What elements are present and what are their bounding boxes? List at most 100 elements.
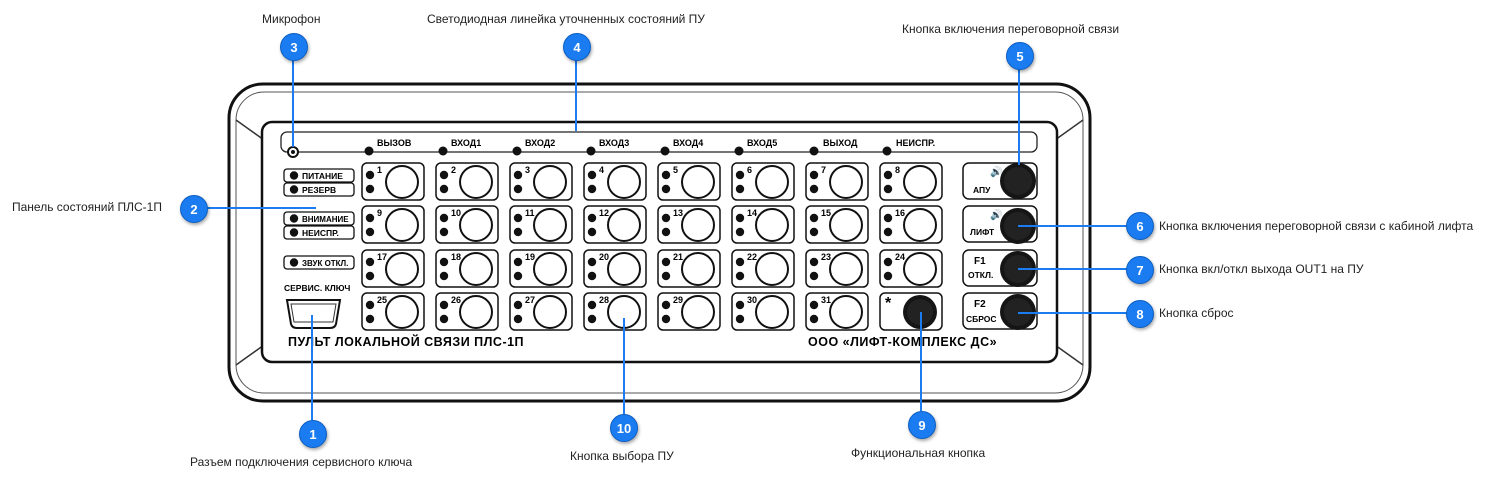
button-led	[883, 170, 893, 180]
select-button-key[interactable]	[607, 165, 641, 199]
f2-button-top: F2	[974, 299, 986, 310]
select-button[interactable]: 30	[731, 292, 795, 331]
select-button[interactable]: 22	[731, 249, 795, 288]
service-key-label: СЕРВИС. КЛЮЧ	[284, 283, 350, 293]
select-button[interactable]: 16	[879, 205, 943, 244]
select-button-key[interactable]	[533, 252, 567, 286]
select-button[interactable]: 3	[509, 162, 573, 201]
button-led	[365, 213, 375, 223]
select-button[interactable]: 12	[583, 205, 647, 244]
select-button[interactable]: 24	[879, 249, 943, 288]
select-button[interactable]: 4	[583, 162, 647, 201]
apu-button[interactable]: 🔊 АПУ	[962, 162, 1038, 200]
select-button[interactable]: 6	[731, 162, 795, 201]
select-button-key[interactable]	[829, 295, 863, 329]
select-button-key[interactable]	[903, 165, 937, 199]
badge-5: 5	[1006, 42, 1034, 70]
select-button-number: 9	[377, 208, 382, 218]
led-column-labels: ВЫЗОВ ВХОД1 ВХОД2 ВХОД3 ВХОД4 ВХОД5 ВЫХО…	[377, 138, 935, 148]
select-button-key[interactable]	[607, 252, 641, 286]
select-button[interactable]: 25	[361, 292, 425, 331]
select-button[interactable]: 29	[657, 292, 721, 331]
leader-line-1	[311, 315, 313, 420]
select-button-number: 16	[895, 208, 905, 218]
select-button[interactable]: 5	[657, 162, 721, 201]
select-button[interactable]: 17	[361, 249, 425, 288]
select-button-key[interactable]	[533, 165, 567, 199]
select-button[interactable]: 26	[435, 292, 499, 331]
button-led	[513, 257, 523, 267]
button-led	[735, 314, 745, 324]
select-button-key[interactable]	[533, 208, 567, 242]
f1-button-label: ОТКЛ.	[968, 270, 993, 280]
select-button[interactable]: 14	[731, 205, 795, 244]
column-label: ВХОД5	[747, 138, 777, 148]
button-led	[439, 213, 449, 223]
status-led	[438, 146, 448, 156]
annotation-7-text: Кнопка вкл/откл выхода OUT1 на ПУ	[1159, 262, 1364, 276]
button-led	[809, 227, 819, 237]
select-button[interactable]: 15	[805, 205, 869, 244]
button-led	[587, 184, 597, 194]
select-button-key[interactable]	[829, 208, 863, 242]
select-button[interactable]: 8	[879, 162, 943, 201]
select-button-key[interactable]	[903, 208, 937, 242]
select-button[interactable]: 21	[657, 249, 721, 288]
select-button-key[interactable]	[459, 165, 493, 199]
select-button-key[interactable]	[385, 208, 419, 242]
select-button-key[interactable]	[681, 252, 715, 286]
select-button[interactable]: 7	[805, 162, 869, 201]
function-button[interactable]: *	[879, 292, 943, 331]
select-button-key[interactable]	[903, 252, 937, 286]
select-button-key[interactable]	[385, 295, 419, 329]
select-button-key[interactable]	[681, 165, 715, 199]
select-button[interactable]: 27	[509, 292, 573, 331]
select-button-number: 18	[451, 252, 461, 262]
select-button-number: 5	[673, 165, 678, 175]
select-button-key[interactable]	[681, 295, 715, 329]
select-button[interactable]: 11	[509, 205, 573, 244]
status-label: ПИТАНИЕ	[302, 171, 343, 181]
select-button[interactable]: 19	[509, 249, 573, 288]
button-led	[587, 213, 597, 223]
select-button-key[interactable]	[829, 165, 863, 199]
button-led	[661, 300, 671, 310]
select-button[interactable]: 20	[583, 249, 647, 288]
select-button-key[interactable]	[459, 252, 493, 286]
button-led	[883, 271, 893, 281]
select-button[interactable]: 10	[435, 205, 499, 244]
annotation-2-text: Панель состояний ПЛС-1П	[12, 200, 162, 214]
f2-button[interactable]: F2 СБРОС	[962, 292, 1038, 330]
select-button-number: 22	[747, 252, 757, 262]
select-button-number: 2	[451, 165, 456, 175]
select-button-key[interactable]	[385, 252, 419, 286]
select-button-key[interactable]	[755, 208, 789, 242]
select-button-key[interactable]	[755, 295, 789, 329]
button-led	[587, 300, 597, 310]
select-button[interactable]: 1	[361, 162, 425, 201]
select-button-key[interactable]	[755, 252, 789, 286]
select-button-number: 27	[525, 295, 535, 305]
badge-9: 9	[908, 411, 936, 439]
select-button-key[interactable]	[533, 295, 567, 329]
select-button-key[interactable]	[607, 208, 641, 242]
select-button[interactable]: 18	[435, 249, 499, 288]
select-button[interactable]: 13	[657, 205, 721, 244]
f1-button[interactable]: F1 ОТКЛ.	[962, 249, 1038, 287]
select-button-key[interactable]	[681, 208, 715, 242]
select-button-number: 1	[377, 165, 382, 175]
select-button-key[interactable]	[385, 165, 419, 199]
select-button-key[interactable]	[459, 295, 493, 329]
select-button[interactable]: 2	[435, 162, 499, 201]
select-button-key[interactable]	[755, 165, 789, 199]
button-led	[439, 271, 449, 281]
select-button[interactable]: 23	[805, 249, 869, 288]
select-button-key[interactable]	[829, 252, 863, 286]
annotation-9-text: Функциональная кнопка	[851, 446, 986, 460]
status-led	[809, 146, 819, 156]
select-button[interactable]: 9	[361, 205, 425, 244]
status-label: ВНИМАНИЕ	[302, 215, 349, 224]
select-button[interactable]: 28	[583, 292, 647, 331]
select-button-key[interactable]	[459, 208, 493, 242]
select-button[interactable]: 31	[805, 292, 869, 331]
